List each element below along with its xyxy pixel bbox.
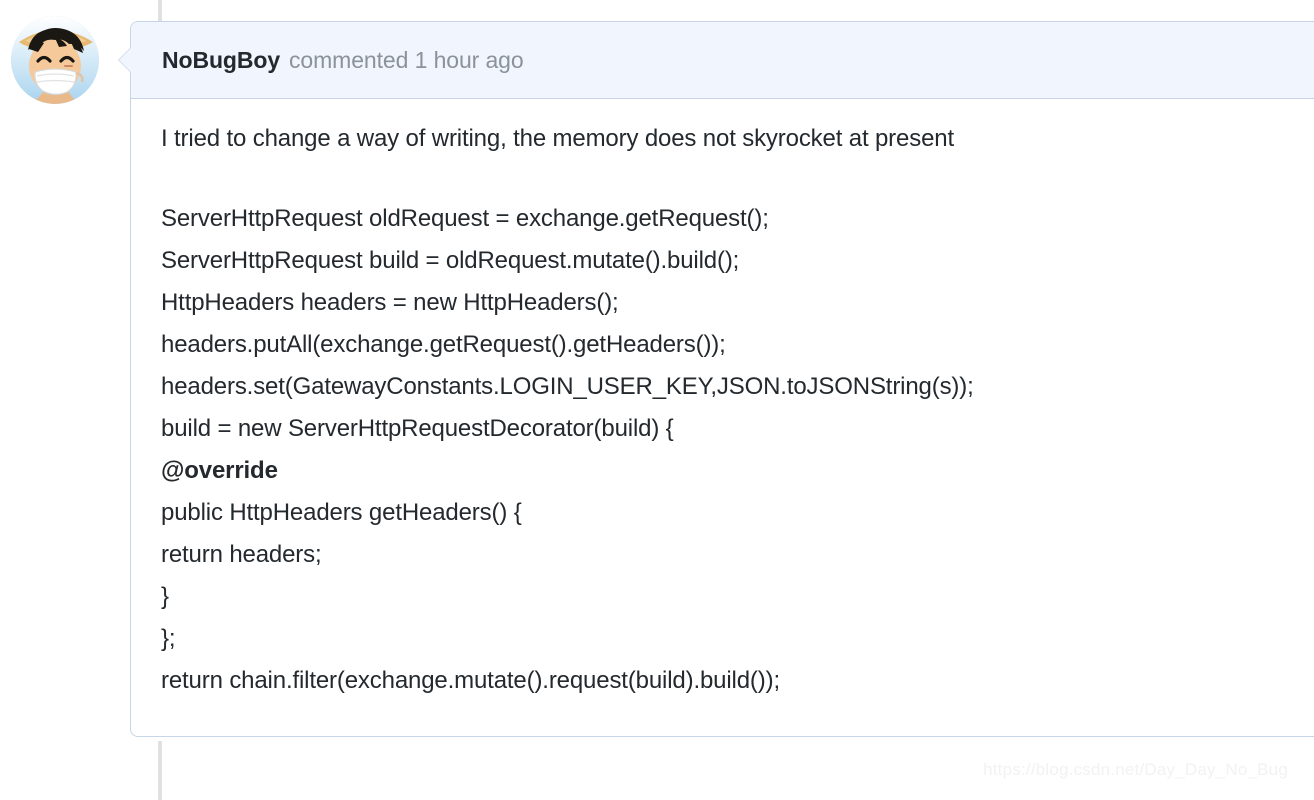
comment-timestamp: commented 1 hour ago xyxy=(289,46,524,73)
watermark: https://blog.csdn.net/Day_Day_No_Bug xyxy=(983,760,1288,779)
code-line: return chain.filter(exchange.mutate().re… xyxy=(161,667,780,694)
comment-box: NoBugBoy commented 1 hour ago I tried to… xyxy=(118,21,1314,737)
code-line: HttpHeaders headers = new HttpHeaders(); xyxy=(161,289,619,316)
code-line: public HttpHeaders getHeaders() { xyxy=(161,499,522,526)
comment-code-block: ServerHttpRequest oldRequest = exchange.… xyxy=(161,198,1314,702)
comment-intro-paragraph: I tried to change a way of writing, the … xyxy=(161,125,954,152)
code-line: }; xyxy=(161,625,176,652)
code-line: @override xyxy=(161,457,278,484)
code-line: headers.set(GatewayConstants.LOGIN_USER_… xyxy=(161,373,974,400)
code-line: return headers; xyxy=(161,541,322,568)
code-line: ServerHttpRequest oldRequest = exchange.… xyxy=(161,205,769,232)
timeline-rail-top xyxy=(158,0,162,24)
comment-caret-icon xyxy=(119,47,132,73)
code-line: headers.putAll(exchange.getRequest().get… xyxy=(161,331,726,358)
avatar[interactable] xyxy=(11,16,99,104)
comment-body: I tried to change a way of writing, the … xyxy=(131,99,1314,702)
timeline-rail-bottom xyxy=(158,741,162,800)
anime-avatar-masked-boy-icon xyxy=(11,16,99,104)
comment-header: NoBugBoy commented 1 hour ago xyxy=(118,22,1314,99)
code-line: } xyxy=(161,583,169,610)
code-line: build = new ServerHttpRequestDecorator(b… xyxy=(161,415,674,442)
code-line: ServerHttpRequest build = oldRequest.mut… xyxy=(161,247,740,274)
comment-author[interactable]: NoBugBoy xyxy=(162,46,281,73)
